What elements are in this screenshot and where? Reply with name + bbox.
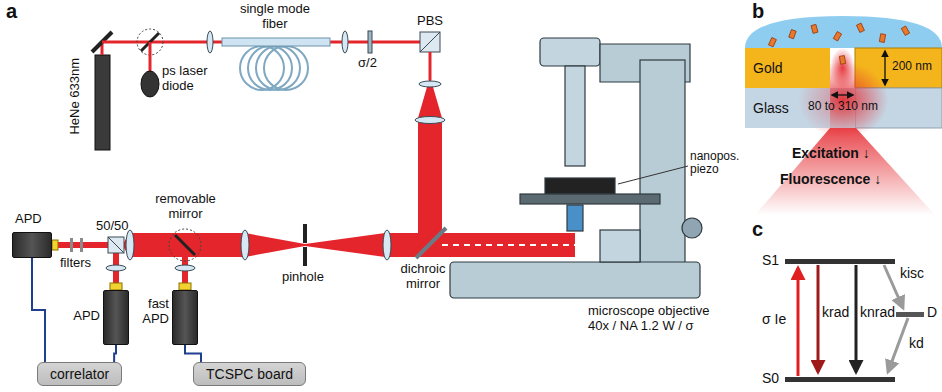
panel-letter: a [6, 0, 30, 22]
box-label: Gold [753, 60, 783, 76]
microscope [450, 38, 702, 298]
part-label: PBS [417, 14, 449, 29]
state-label: D [927, 305, 941, 321]
rate-label: σ Ie [762, 312, 796, 328]
detector: APD [103, 290, 129, 345]
dimension: 200 nm [892, 60, 940, 73]
fiber [222, 38, 330, 90]
part-label: filters [60, 256, 100, 271]
beam-splitter [420, 32, 440, 52]
beam-label: Excitation ↓ [792, 146, 932, 162]
nanoaperture [745, 16, 942, 215]
box-label: Glass [753, 100, 789, 116]
detector: fast APD [172, 290, 198, 345]
rate-label: knrad [860, 305, 900, 321]
panel-letter: b [752, 0, 776, 22]
electronics-box: TCSPC board [193, 362, 306, 386]
pinhole [303, 224, 307, 266]
box-label: TCSPC board [206, 366, 293, 382]
signal-cable [114, 345, 116, 362]
electronics-box: correlator [37, 362, 122, 386]
lens [106, 230, 391, 271]
part-label: pinhole [282, 270, 332, 285]
rate-label: kisc [900, 266, 932, 282]
detector: APD [12, 232, 52, 258]
gold-layer: Gold [745, 48, 830, 88]
part-label: microscope objective 40x / NA 1.2 W / σ [588, 304, 723, 333]
leader-line [618, 166, 688, 184]
beam-splitter [108, 237, 124, 253]
box-label: correlator [50, 366, 109, 382]
dimension: 80 to 310 nm [797, 100, 889, 113]
part-label: ps laser diode [162, 64, 222, 93]
part-label: HeNe 633nm [68, 51, 83, 141]
part-label: 50/50 [96, 219, 136, 234]
detector-label: APD [15, 212, 55, 227]
laser [92, 32, 112, 150]
removable-mirror [169, 229, 201, 261]
state-label: S1 [762, 253, 784, 269]
part-label: single mode fiber [235, 2, 315, 31]
lens [207, 31, 372, 53]
connector [52, 240, 191, 290]
panel-letter: c [752, 218, 776, 240]
part-label: σ/2 [358, 56, 386, 71]
signal-cable [32, 258, 45, 362]
detector-label: APD [66, 309, 100, 324]
state-label: S0 [762, 371, 784, 387]
flip-mirror [137, 29, 163, 97]
signal-cable [185, 345, 201, 362]
rate-label: kd [909, 336, 937, 352]
dichroic-mirror [416, 228, 446, 258]
beam-label: Fluorescence ↓ [780, 172, 930, 188]
part-label: nanopos. piezo [690, 150, 745, 177]
excitation-beam [415, 52, 445, 245]
part-label: removable mirror [148, 192, 223, 221]
detector-label: fast APD [135, 297, 169, 327]
rate-label: krad [822, 305, 854, 321]
part-label: dichroic mirror [392, 262, 454, 291]
filter [70, 238, 83, 252]
